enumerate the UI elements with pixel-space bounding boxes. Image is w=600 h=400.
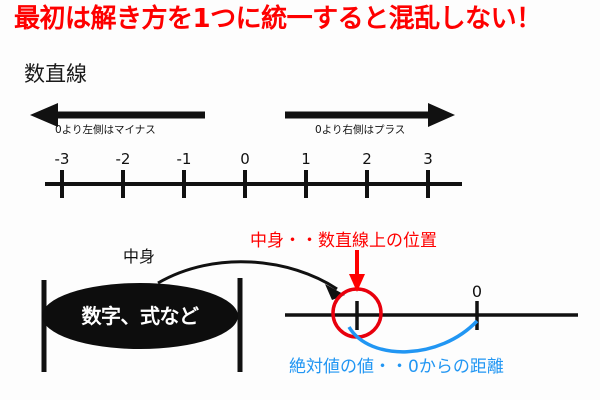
tick-label-minus-1: -1 [176, 150, 192, 168]
distance-curve [347, 319, 479, 354]
tick-label-two: 2 [362, 150, 372, 168]
number-line-ticks [60, 170, 430, 198]
red-down-arrow [349, 250, 365, 292]
positive-direction-arrow [285, 103, 455, 127]
contents-ellipse [42, 283, 238, 349]
negative-side-caption: 0より左側はマイナス [55, 124, 156, 136]
page-title: 最初は解き方を1つに統一すると混乱しない！ [14, 4, 542, 34]
tick-label-zero: 0 [240, 150, 250, 168]
contents-ellipse-label: 数字、式など [81, 304, 200, 328]
distance-annotation: 絶対値の値・・0からの距離 [289, 357, 504, 377]
negative-direction-arrow [30, 103, 205, 127]
lower-origin-label: 0 [471, 282, 483, 301]
tick-label-three: 3 [423, 150, 433, 168]
section-label-number-line: 数直線 [24, 62, 87, 86]
contents-label: 中身 [123, 247, 156, 266]
position-annotation: 中身・・数直線上の位置 [250, 231, 437, 251]
tick-label-one: 1 [301, 150, 311, 168]
tick-label-minus-3: -3 [54, 150, 70, 168]
positive-side-caption: 0より右側はプラス [315, 124, 406, 136]
tick-label-minus-2: -2 [115, 150, 131, 168]
